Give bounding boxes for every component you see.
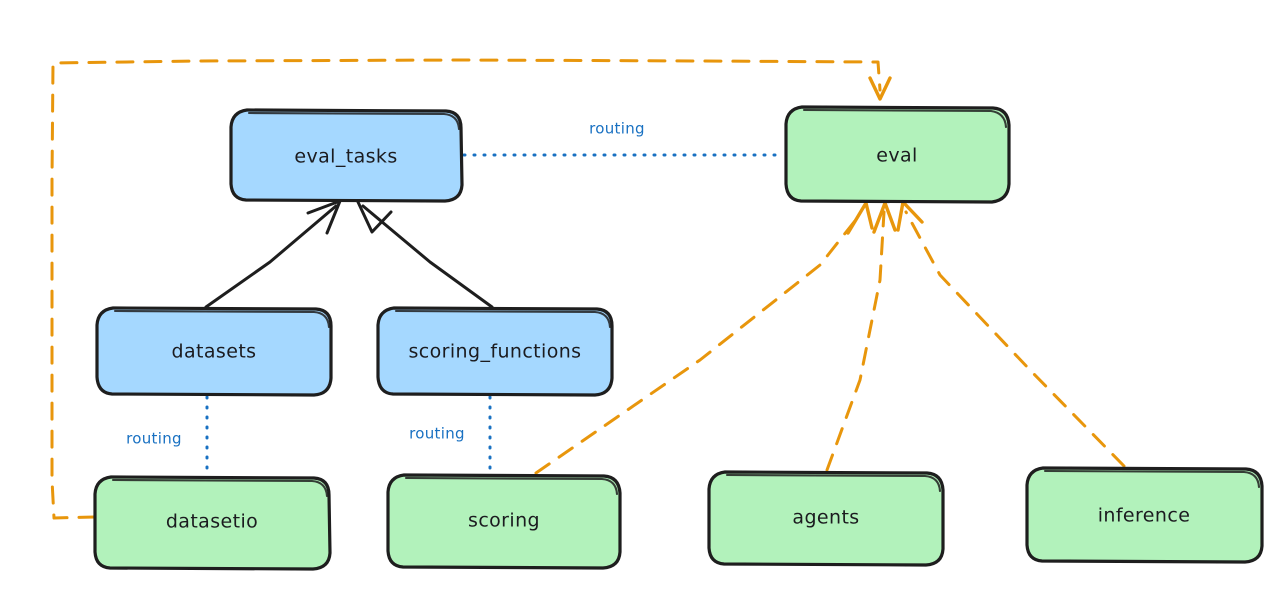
node-label-agents: agents	[792, 507, 859, 529]
edge-labels-group: routing routing routing	[126, 120, 645, 448]
edge-datasetio-eval[interactable]	[50, 58, 892, 520]
node-scoring-functions[interactable]: scoring_functions	[376, 306, 614, 397]
edge-label-routing-left: routing	[126, 430, 182, 448]
solid-edges-group	[204, 199, 494, 309]
node-label-eval: eval	[876, 145, 917, 167]
node-scoring[interactable]: scoring	[386, 473, 622, 570]
node-label-datasets: datasets	[172, 341, 257, 363]
node-eval-tasks[interactable]: eval_tasks	[229, 108, 464, 203]
node-label-inference: inference	[1098, 505, 1191, 527]
node-label-scoring: scoring	[468, 510, 540, 532]
node-eval[interactable]: eval	[784, 105, 1011, 204]
node-label-eval-tasks: eval_tasks	[294, 146, 397, 168]
routing-edges-group	[205, 153, 786, 478]
node-inference[interactable]: inference	[1025, 466, 1264, 564]
node-label-scoring-functions: scoring_functions	[409, 341, 582, 363]
edge-scoring-eval[interactable]	[534, 201, 874, 475]
edge-label-routing-middle: routing	[409, 425, 465, 443]
edge-scoring-functions-eval-tasks[interactable]	[356, 200, 494, 309]
edge-label-routing-top: routing	[589, 120, 645, 138]
node-datasetio[interactable]: datasetio	[93, 475, 332, 571]
node-datasets[interactable]: datasets	[95, 306, 333, 397]
edge-datasets-eval-tasks[interactable]	[204, 199, 342, 309]
node-label-datasetio: datasetio	[166, 511, 258, 533]
node-agents[interactable]: agents	[707, 470, 945, 567]
edge-inference-eval[interactable]	[896, 200, 1126, 468]
